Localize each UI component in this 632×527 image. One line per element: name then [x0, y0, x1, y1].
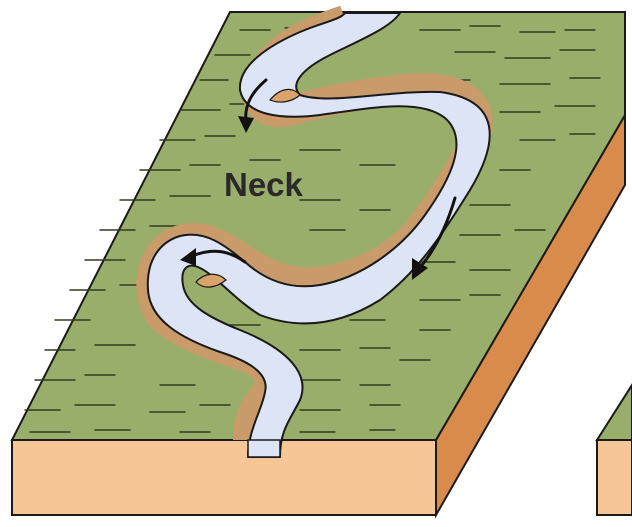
river-front-cut [248, 440, 280, 457]
floodplain-surface [12, 12, 625, 440]
neck-label: Neck [224, 166, 304, 203]
block-front-face [12, 440, 436, 515]
second-block-edge [597, 440, 632, 515]
second-block-surface-edge [597, 385, 632, 440]
